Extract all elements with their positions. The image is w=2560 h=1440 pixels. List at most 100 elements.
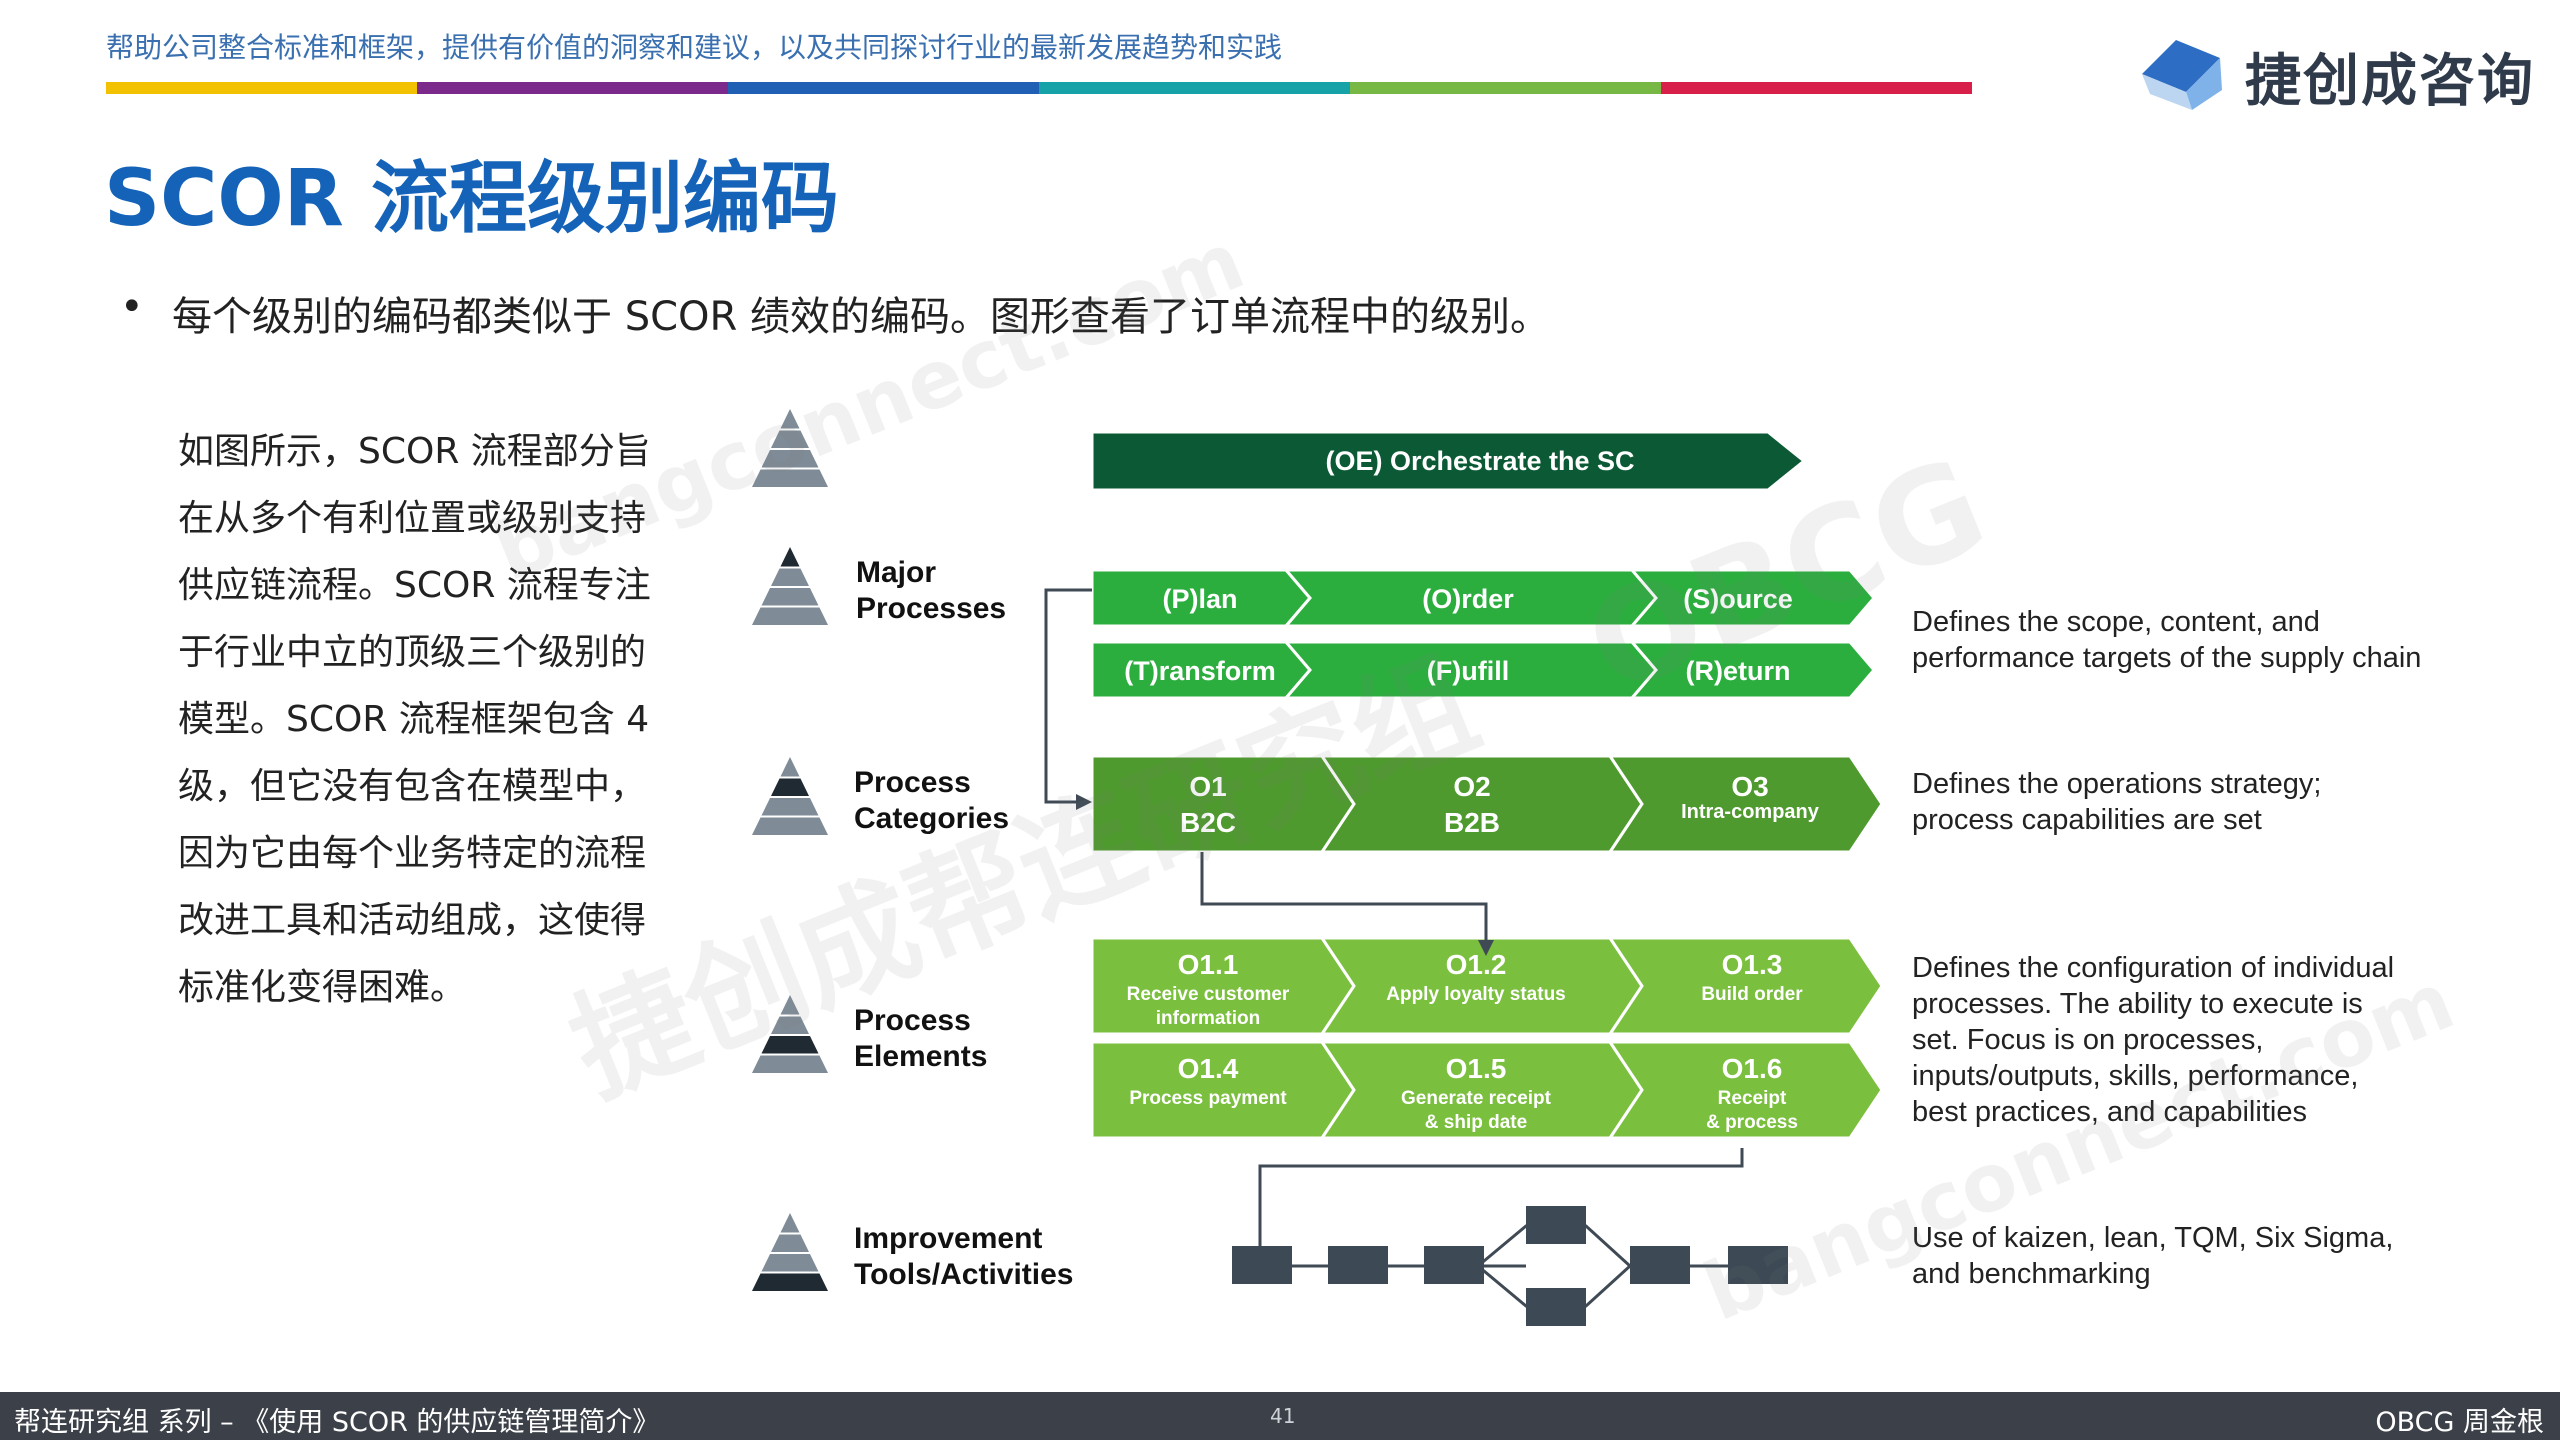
level-pyramid-icon	[752, 409, 828, 487]
page-title: SCOR 流程级别编码	[104, 154, 839, 244]
pyramid-tier	[761, 588, 819, 606]
category-code: O1	[1189, 771, 1226, 802]
process-element-chevron	[1607, 936, 1884, 1036]
pyramid-tier	[780, 547, 800, 567]
paragraph-line: 供应链流程。SCOR 流程专注	[178, 565, 651, 606]
pyramid-tier	[771, 778, 809, 796]
level-label-line: Elements	[854, 1040, 987, 1073]
pyramid-tier	[752, 1273, 828, 1291]
level-label-line: Tools/Activities	[854, 1258, 1074, 1291]
header-color-stripe	[106, 82, 1972, 94]
major-process-label: (P)lan	[1162, 584, 1237, 614]
footer-series: 帮连研究组 系列 – 《使用 SCOR 的供应链管理简介》	[14, 1407, 660, 1438]
description-line: performance targets of the supply chain	[1912, 642, 2422, 674]
connector-major-to-category	[1044, 588, 1092, 804]
description-line: process capabilities are set	[1912, 804, 2262, 836]
category-name: B2B	[1444, 807, 1500, 838]
pyramid-tier	[761, 450, 819, 468]
description-paragraph: 如图所示，SCOR 流程部分旨在从多个有利位置或级别支持供应链流程。SCOR 流…	[178, 418, 688, 1021]
category-code: O3	[1731, 771, 1768, 802]
arrowhead-icon	[1478, 940, 1494, 956]
description-line: Defines the configuration of individual	[1912, 952, 2395, 984]
process-element-chevron	[1607, 1040, 1884, 1140]
process-category-chevron	[1607, 754, 1884, 854]
page-number: 41	[1270, 1404, 1296, 1428]
paragraph-line: 于行业中立的顶级三个级别的	[178, 632, 647, 673]
tool-step-box	[1630, 1246, 1690, 1284]
logo-text: 捷创成咨询	[2245, 49, 2535, 114]
level-pyramid-icon	[752, 995, 828, 1073]
level-label-line: Process	[854, 1004, 971, 1037]
level-label-line: Process	[854, 766, 971, 799]
element-name: & ship date	[1425, 1112, 1527, 1133]
element-name: Generate receipt	[1401, 1088, 1552, 1109]
element-code: O1.4	[1178, 1053, 1239, 1084]
stripe-segment-0	[106, 82, 417, 94]
element-name: & process	[1706, 1112, 1798, 1133]
element-code: O1.5	[1446, 1053, 1507, 1084]
arrowhead-icon	[1076, 794, 1092, 810]
paragraph-line: 在从多个有利位置或级别支持	[178, 498, 647, 539]
major-process-label: (S)ource	[1683, 584, 1793, 614]
description-line: best practices, and capabilities	[1912, 1096, 2307, 1128]
stripe-segment-1	[417, 82, 728, 94]
pyramid-tier	[761, 798, 819, 816]
pyramid-tier	[780, 757, 800, 777]
pyramid-tier	[771, 1016, 809, 1034]
stripe-segment-3	[1039, 82, 1350, 94]
description-line: Use of kaizen, lean, TQM, Six Sigma,	[1912, 1222, 2394, 1254]
element-code: O1.3	[1722, 949, 1783, 980]
level-pyramid-icon	[752, 547, 828, 625]
pyramid-tier	[771, 430, 809, 448]
paragraph-line: 如图所示，SCOR 流程部分旨	[178, 431, 651, 472]
paragraph-line: 因为它由每个业务特定的流程	[178, 833, 647, 874]
stripe-segment-2	[728, 82, 1039, 94]
tool-step-box	[1526, 1206, 1586, 1244]
tool-step-box	[1728, 1246, 1788, 1284]
description-line: Defines the scope, content, and	[1912, 606, 2320, 638]
element-name: Build order	[1701, 984, 1803, 1005]
description-line: Defines the operations strategy;	[1912, 768, 2322, 800]
stripe-segment-5	[1661, 82, 1972, 94]
pyramid-tier	[761, 1254, 819, 1272]
level-description-1: Defines the operations strategy; process …	[1912, 766, 2321, 838]
pyramid-tier	[780, 1213, 800, 1233]
level-description-0: Defines the scope, content, and performan…	[1912, 604, 2421, 676]
pyramid-tier	[752, 607, 828, 625]
level-description-3: Use of kaizen, lean, TQM, Six Sigma, and …	[1912, 1220, 2393, 1292]
pyramid-tier	[752, 817, 828, 835]
paragraph-line: 级，但它没有包含在模型中，	[178, 766, 647, 807]
level-pyramid-icon	[752, 1213, 828, 1291]
description-line: and benchmarking	[1912, 1258, 2151, 1290]
bullet-marker: •	[120, 284, 144, 330]
element-code: O1.6	[1722, 1053, 1783, 1084]
element-name: Receipt	[1718, 1088, 1787, 1109]
stripe-segment-4	[1350, 82, 1661, 94]
major-process-label: (T)ransform	[1124, 656, 1276, 686]
element-code: O1.2	[1446, 949, 1507, 980]
paragraph-line: 改进工具和活动组成，这使得	[178, 900, 647, 941]
category-name: Intra-company	[1681, 801, 1820, 823]
level-label-line: Processes	[856, 592, 1006, 625]
orchestrate-label: (OE) Orchestrate the SC	[1325, 446, 1634, 476]
paragraph-line: 标准化变得困难。	[178, 967, 467, 1008]
element-name: Process payment	[1129, 1088, 1287, 1109]
description-line: inputs/outputs, skills, performance,	[1912, 1060, 2359, 1092]
level-description-2: Defines the configuration of individual p…	[1912, 950, 2394, 1130]
paragraph-line: 模型。SCOR 流程框架包含 4	[178, 699, 650, 740]
tool-step-box	[1526, 1288, 1586, 1326]
major-process-chevron	[1628, 640, 1876, 700]
level-label-line: Major	[856, 556, 936, 589]
pyramid-tier	[761, 1036, 819, 1054]
category-name: B2C	[1180, 807, 1236, 838]
bullet-text: 每个级别的编码都类似于 SCOR 绩效的编码。图形查看了订单流程中的级别。	[172, 294, 1551, 340]
footer-bar: 帮连研究组 系列 – 《使用 SCOR 的供应链管理简介》 41 OBCG 周金…	[0, 1392, 2560, 1440]
connector-category-to-element	[1200, 852, 1488, 946]
description-line: set. Focus is on processes,	[1912, 1024, 2264, 1056]
orchestrate-bar	[1090, 430, 1807, 492]
description-line: processes. The ability to execute is	[1912, 988, 2363, 1020]
element-code: O1.1	[1178, 949, 1239, 980]
pyramid-tier	[752, 1055, 828, 1073]
logo-icon	[2142, 40, 2222, 110]
